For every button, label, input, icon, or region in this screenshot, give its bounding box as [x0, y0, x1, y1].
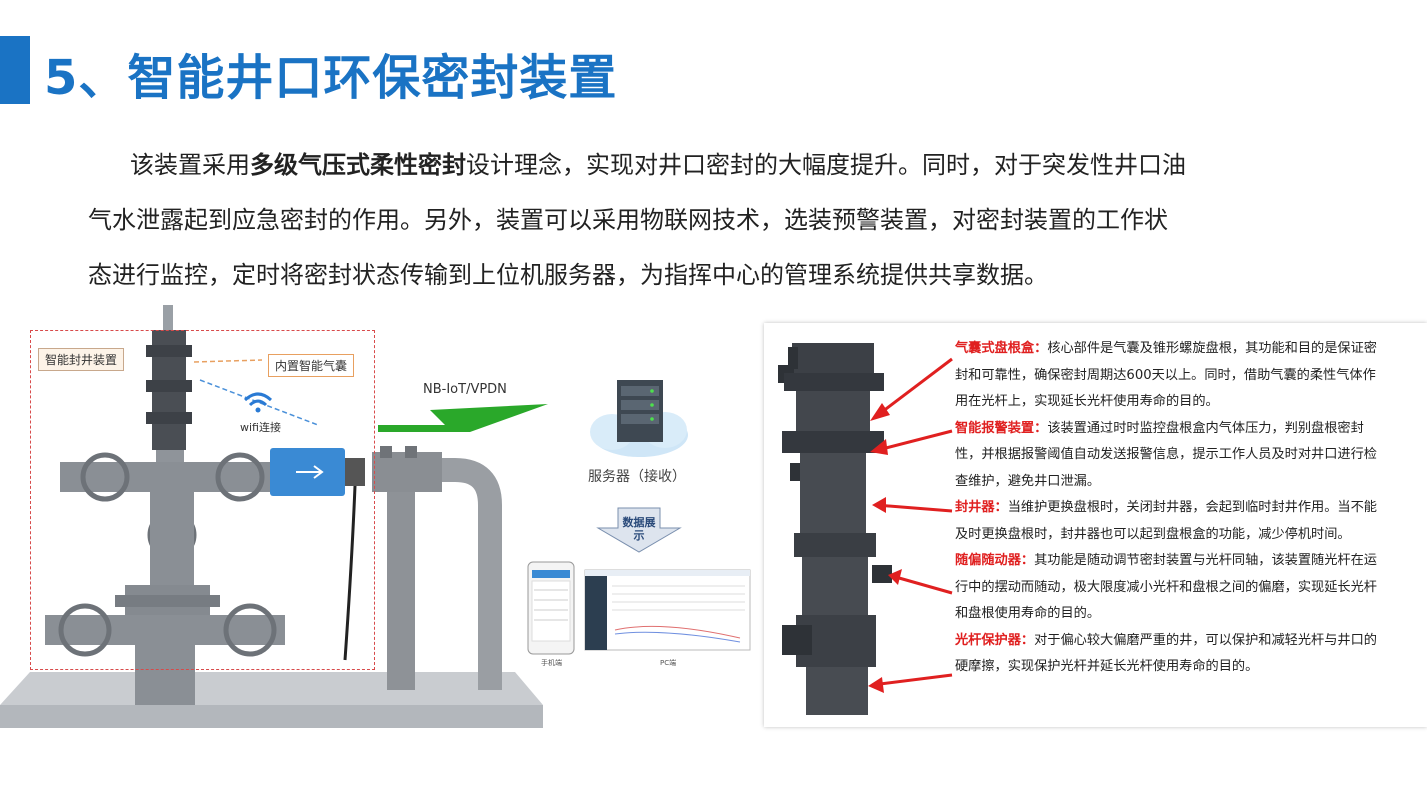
intro-line-3: 态进行监控，定时将密封状态传输到上位机服务器，为指挥中心的管理系统提供共享数据。 [88, 261, 1048, 289]
wellhead-illustration [0, 305, 751, 728]
wifi-arrow [199, 379, 319, 426]
desc-text: 对于偏心较大偏磨严重的井，可以保护和减轻光杆与井口的硬摩擦，实现保护光杆并延长光… [955, 632, 1377, 675]
pc-label: PC端 [660, 659, 677, 667]
wifi-label: wifi连接 [240, 421, 281, 434]
desc-key: 光杆保护器： [955, 632, 1035, 648]
intro-line-2: 气水泄露起到应急密封的作用。另外，装置可以采用物联网技术，选装预警装置，对密封装… [88, 206, 1168, 234]
desc-text: 该装置通过时时监控盘根盒内气体压力，判别盘根密封性，并根据报警阈值自动发送报警信… [955, 420, 1377, 489]
intro-text: 设计理念，实现对井口密封的大幅度提升。同时，对于突发性井口油 [466, 151, 1186, 179]
network-label: NB-IoT/VPDN [423, 382, 507, 397]
desc-item: 封井器：当维护更换盘根时，关闭封井器，会起到临时封井作用。当不能及时更换盘根时，… [955, 495, 1385, 548]
component-descriptions: 气囊式盘根盒：核心部件是气囊及锥形螺旋盘根，其功能和目的是保证密封和可靠性，确保… [955, 336, 1385, 681]
desc-item: 智能报警装置：该装置通过时时监控盘根盒内气体压力，判别盘根密封性，并根据报警阈值… [955, 416, 1385, 496]
pc-screen [584, 569, 751, 651]
desc-item: 随偏随动器：其功能是随动调节密封装置与光杆同轴，该装置随光杆在运行中的摆动而随动… [955, 548, 1385, 628]
desc-key: 智能报警装置： [955, 420, 1048, 436]
sensor-cable [343, 485, 357, 661]
server-cloud-icon [590, 380, 688, 457]
pipe [380, 458, 502, 690]
desc-text: 核心部件是气囊及锥形螺旋盘根，其功能和目的是保证密封和可靠性，确保密封周期达60… [955, 341, 1377, 409]
phone-screen [527, 561, 575, 655]
intro-bold-text: 多级气压式柔性密封 [250, 151, 466, 179]
desc-text: 当维护更换盘根时，关闭封井器，会起到临时封井作用。当不能及时更换盘根时，封井器也… [955, 500, 1377, 542]
transmission-arrow [378, 404, 548, 432]
valve-wheel [80, 452, 130, 502]
desc-item: 光杆保护器：对于偏心较大偏磨严重的井，可以保护和减轻光杆与井口的硬摩擦，实现保护… [955, 628, 1385, 681]
desc-key: 封井器： [955, 500, 1008, 515]
wifi-icon [243, 392, 273, 413]
page-title: 5、智能井口环保密封装置 [44, 50, 618, 106]
cross-pipe [60, 462, 280, 492]
intro-paragraph: 该装置采用多级气压式柔性密封设计理念，实现对井口密封的大幅度提升。同时，对于突发… [88, 138, 1338, 303]
intro-text: 该装置采用 [130, 151, 250, 179]
seal-zone-outline [30, 330, 375, 670]
intro-line-1: 该装置采用多级气压式柔性密封设计理念，实现对井口密封的大幅度提升。同时，对于突发… [88, 138, 1338, 193]
seal-device-illustration [778, 343, 953, 715]
desc-text: 其功能是随动调节密封装置与光杆同轴，该装置随光杆在运行中的摆动而随动，极大限度减… [955, 553, 1377, 621]
server-label: 服务器（接收） [588, 469, 686, 485]
phone-label: 手机端 [541, 659, 562, 667]
callout-airbag: 内置智能气囊 [268, 354, 355, 377]
data-flow-arrow [596, 507, 682, 553]
pipe-support [387, 490, 415, 690]
desc-key: 气囊式盘根盒： [955, 341, 1048, 356]
polish-rod [163, 305, 173, 335]
desc-key: 随偏随动器： [955, 553, 1035, 568]
pointer-arrows [868, 357, 953, 693]
desc-item: 气囊式盘根盒：核心部件是气囊及锥形螺旋盘根，其功能和目的是保证密封和可靠性，确保… [955, 336, 1385, 416]
callout-seal-device: 智能封井装置 [38, 348, 125, 371]
title-accent-bar [0, 36, 30, 104]
data-show-label: 数据展示 [622, 516, 656, 542]
